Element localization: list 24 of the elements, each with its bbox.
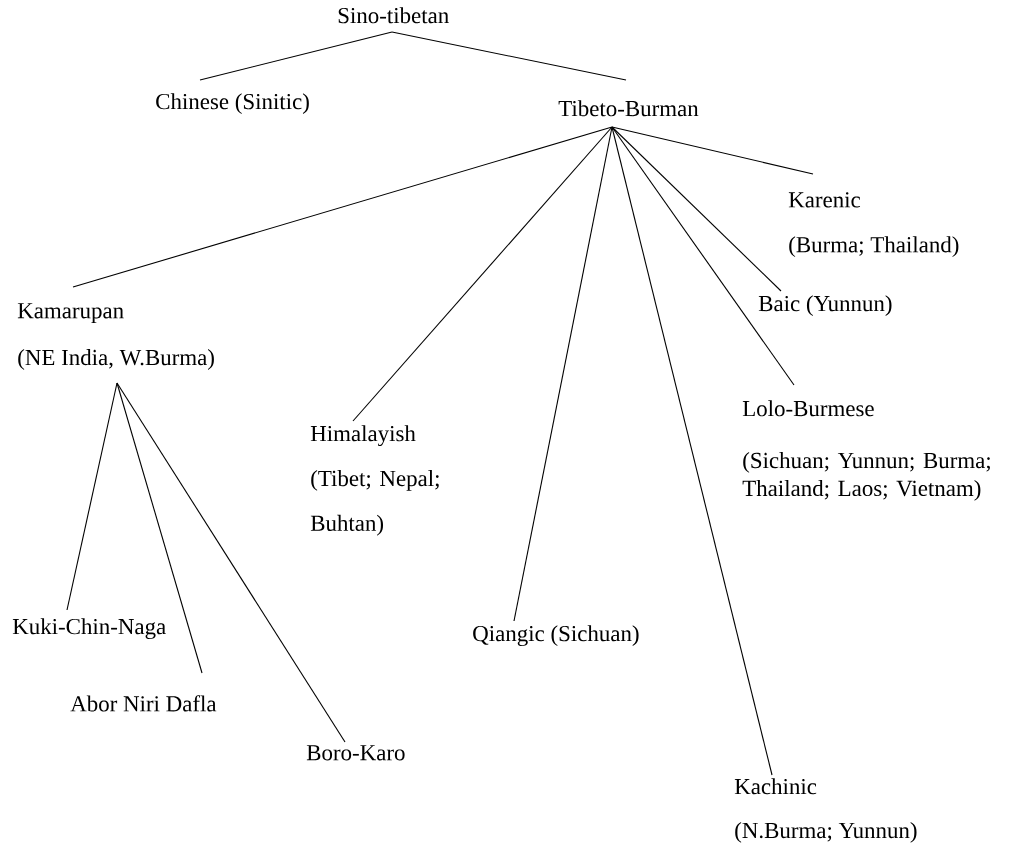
language-label: Boro-Karo: [306, 745, 405, 761]
language-label: Kachinic (N.Burma; Yunnun): [734, 778, 917, 843]
language-label: Abor Niri Dafla: [70, 695, 217, 712]
language-label: Lolo-Burmese (Sichuan; Yunnun; Burma; Thailand; Laos; Vietnam): [742, 400, 990, 501]
branch-line: [611, 126, 814, 175]
branch-line: [72, 126, 613, 288]
branch-line: [352, 126, 613, 422]
branch-line: [66, 382, 118, 611]
language-label: Himalayish (Tibet; Nepal; Buhtan): [310, 425, 439, 536]
branch-line: [391, 31, 627, 81]
language-label: Kuki-Chin-Naga: [12, 618, 166, 640]
language-label: Karenic (Burma; Thailand): [788, 192, 959, 258]
language-label: Tibeto-Burman: [558, 100, 699, 117]
branch-line: [116, 382, 203, 674]
branch-line: [611, 126, 795, 386]
language-label: Qiangic (Sichuan): [473, 625, 639, 647]
branch-line: [116, 382, 346, 743]
branch-line: [611, 126, 773, 776]
language-label: Kamarupan (NE India, W.Burma): [17, 303, 214, 370]
language-label: Sino-tibetan: [338, 7, 449, 24]
language-label: Baic (Yunnun): [758, 295, 892, 316]
branch-line: [513, 126, 613, 622]
branch-line: [199, 31, 393, 81]
language-label: Chinese (Sinitic): [156, 93, 309, 114]
